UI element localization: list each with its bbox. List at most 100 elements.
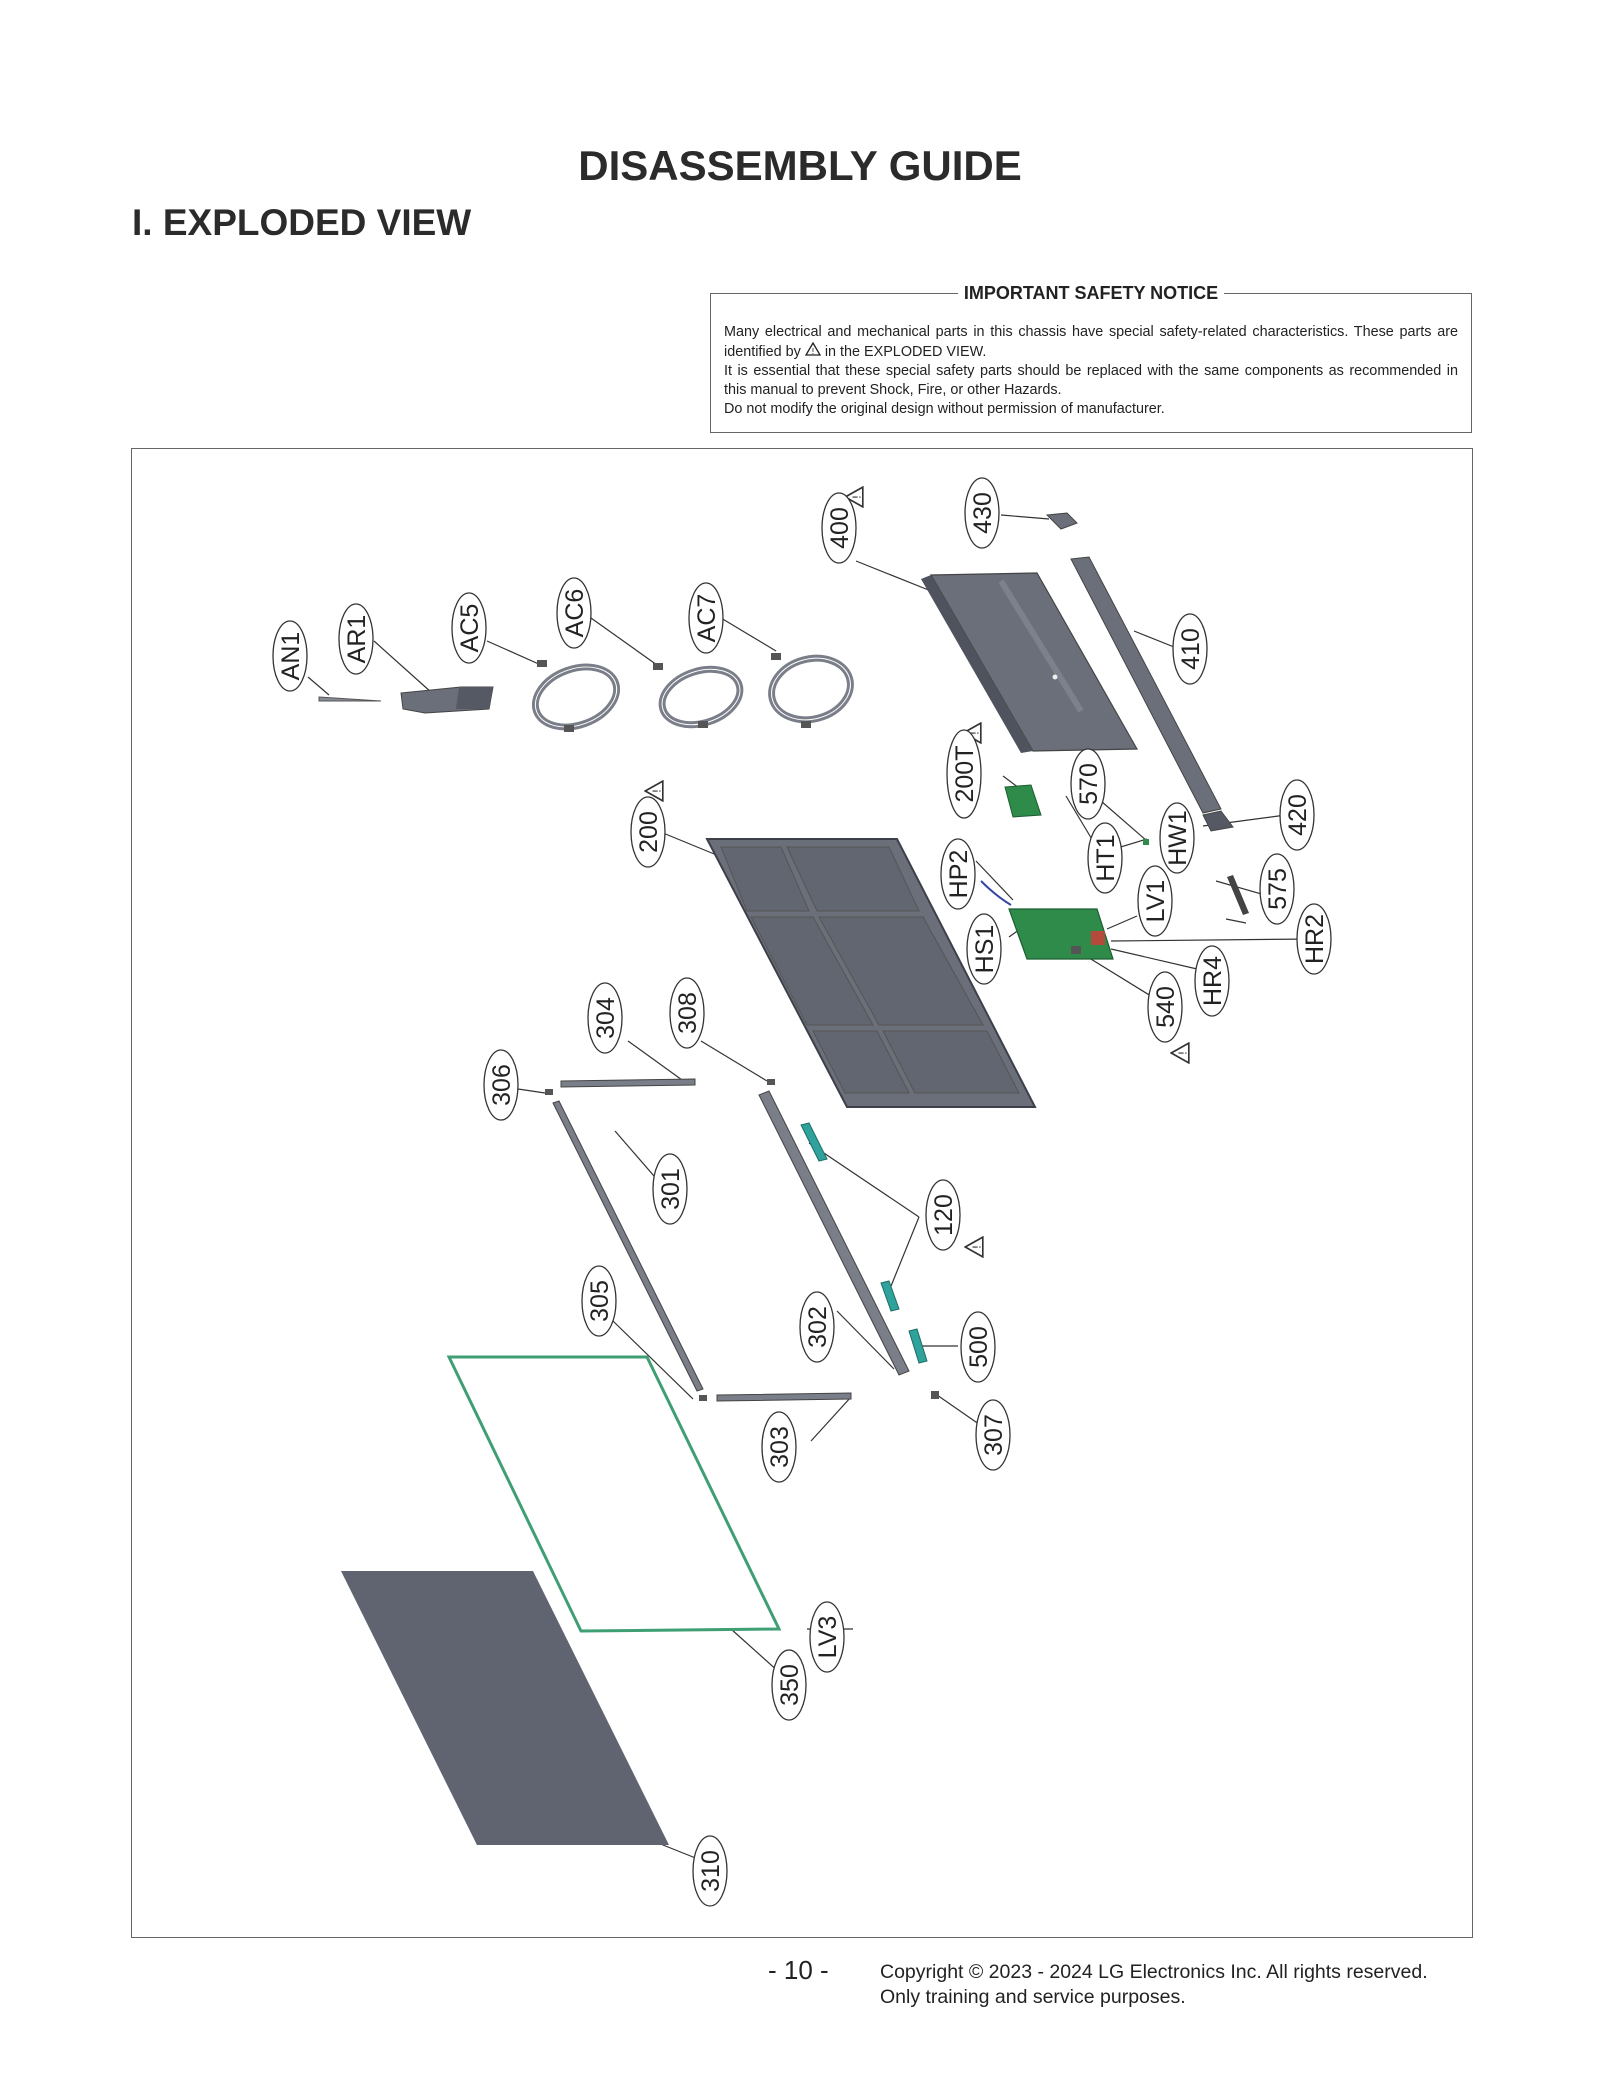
part-label-text: HS1: [971, 925, 999, 974]
part-label-p307: 307: [975, 1399, 1011, 1471]
safety-notice-paragraph-2: It is essential that these special safet…: [724, 363, 1458, 398]
part-label-p410: 410: [1172, 613, 1208, 685]
part-label-ellipse: [1172, 613, 1208, 685]
part-label-lv3: LV3: [809, 1601, 845, 1673]
part-label-ellipse: [975, 1399, 1011, 1471]
part-120-led-bars: [800, 1122, 928, 1364]
part-200-panel-module: [705, 838, 1037, 1108]
part-label-text: 410: [1177, 628, 1205, 670]
part-label-ellipse: [688, 582, 724, 654]
part-label-ellipse: [809, 1601, 845, 1673]
part-label-text: HP2: [945, 850, 973, 899]
part-label-ellipse: [630, 796, 666, 868]
part-label-text: 350: [776, 1664, 804, 1706]
part-label-text: AC5: [456, 604, 484, 653]
part-label-hr2: HR2: [1296, 903, 1332, 975]
page-title: DISASSEMBLY GUIDE: [578, 142, 1022, 189]
cable-connectors: [537, 653, 811, 732]
part-label-p200: 200: [630, 796, 666, 868]
part-label-p304: 304: [587, 982, 623, 1054]
part-label-ellipse: [821, 492, 857, 564]
part-label-ellipse: [272, 620, 308, 692]
part-label-text: 307: [980, 1414, 1008, 1456]
part-label-hw1: HW1: [1159, 802, 1195, 874]
part-310-panel: [341, 1571, 669, 1845]
part-label-text: 570: [1075, 763, 1103, 805]
part-frame-bars: [552, 1078, 910, 1402]
safety-notice-title: IMPORTANT SAFETY NOTICE: [711, 283, 1471, 304]
part-label-text: 308: [674, 992, 702, 1034]
part-label-p120: 120: [925, 1179, 961, 1251]
part-label-hp2: HP2: [940, 838, 976, 910]
section-title: I. EXPLODED VIEW: [132, 202, 472, 243]
part-label-text: 302: [804, 1306, 832, 1348]
part-label-ellipse: [587, 982, 623, 1054]
part-label-text: 310: [697, 1850, 725, 1892]
part-label-p310: 310: [692, 1835, 728, 1907]
part-label-ellipse: [966, 913, 1002, 985]
part-label-ellipse: [581, 1265, 617, 1337]
part-label-p301: 301: [652, 1153, 688, 1225]
part-label-ellipse: [940, 838, 976, 910]
part-an1-pen: [318, 696, 382, 702]
part-label-ellipse: [1259, 853, 1295, 925]
part-label-ellipse: [1070, 748, 1106, 820]
warning-triangle-icon: !: [804, 342, 821, 356]
part-label-ac5: AC5: [451, 592, 487, 664]
part-200t-board: [1004, 784, 1042, 818]
part-label-text: 303: [766, 1426, 794, 1468]
part-label-ellipse: [669, 977, 705, 1049]
part-label-ac7: AC7: [688, 582, 724, 654]
copyright-notice: Copyright © 2023 - 2024 LG Electronics I…: [880, 1960, 1428, 2010]
part-label-ellipse: [1159, 802, 1195, 874]
part-label-lv1: LV1: [1137, 865, 1173, 937]
part-label-ellipse: [451, 592, 487, 664]
part-label-text: AN1: [277, 632, 305, 681]
part-label-text: AC7: [693, 594, 721, 643]
part-label-ellipse: [1194, 945, 1230, 1017]
part-label-ellipse: [946, 729, 982, 819]
part-label-ac6: AC6: [556, 577, 592, 649]
part-575: [1227, 875, 1249, 915]
part-label-text: 306: [488, 1064, 516, 1106]
part-label-p302: 302: [799, 1291, 835, 1363]
part-label-ellipse: [483, 1049, 519, 1121]
part-label-ar1: AR1: [338, 603, 374, 675]
safety-notice-body: Many electrical and mechanical parts in …: [724, 323, 1458, 419]
part-label-ellipse: [692, 1835, 728, 1907]
part-label-text: HR4: [1199, 956, 1227, 1006]
part-label-text: 120: [930, 1194, 958, 1236]
part-label-text: HT1: [1092, 834, 1120, 881]
page-number: - 10 -: [768, 1955, 829, 1985]
part-410-stand-bar: [1070, 556, 1222, 814]
part-label-ellipse: [964, 477, 1000, 549]
part-540-main-board: [1008, 908, 1114, 960]
part-label-text: 301: [657, 1168, 685, 1210]
part-label-p400: 400: [821, 492, 857, 564]
part-label-ellipse: [338, 603, 374, 675]
part-label-text: 500: [965, 1326, 993, 1368]
part-label-text: 430: [969, 492, 997, 534]
part-ar1-remote: [400, 686, 494, 714]
part-label-an1: AN1: [272, 620, 308, 692]
part-label-p570: 570: [1070, 748, 1106, 820]
part-label-p575: 575: [1259, 853, 1295, 925]
part-label-p308: 308: [669, 977, 705, 1049]
safety-notice-box: IMPORTANT SAFETY NOTICE Many electrical …: [710, 283, 1472, 433]
copyright-line-1: Copyright © 2023 - 2024 LG Electronics I…: [880, 1961, 1428, 1983]
part-label-p540: 540: [1147, 971, 1183, 1043]
part-label-text: HW1: [1164, 810, 1192, 866]
svg-text:!: !: [811, 347, 814, 356]
part-label-text: HR2: [1301, 914, 1329, 964]
part-label-p420: 420: [1279, 779, 1315, 851]
part-label-ellipse: [1087, 822, 1123, 894]
part-label-ellipse: [925, 1179, 961, 1251]
copyright-line-2: Only training and service purposes.: [880, 1986, 1186, 2008]
part-570: [1143, 839, 1149, 845]
part-label-p306: 306: [483, 1049, 519, 1121]
part-label-text: 575: [1264, 868, 1292, 910]
part-label-text: 540: [1152, 986, 1180, 1028]
part-label-hr4: HR4: [1194, 945, 1230, 1017]
part-label-ellipse: [960, 1311, 996, 1383]
part-label-ellipse: [1137, 865, 1173, 937]
